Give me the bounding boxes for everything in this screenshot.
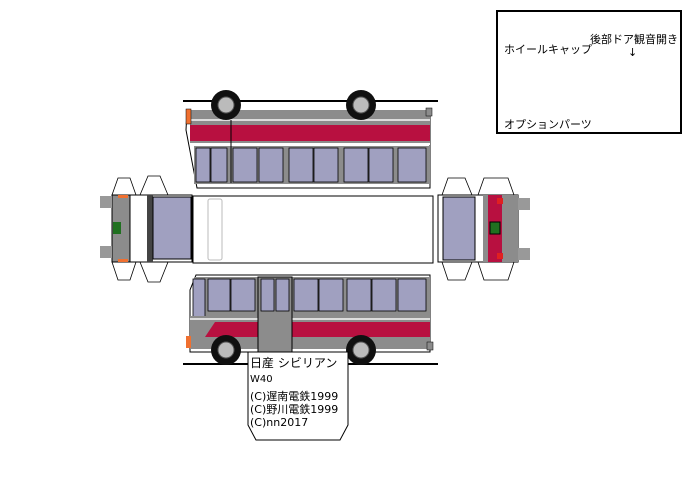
front-panel	[100, 175, 193, 283]
credit-line: (C)野川電鉄1999	[250, 403, 339, 416]
option-parts-inset: ホイールキャップ 後部ドア観音開き ↓ オプションパーツ	[496, 10, 682, 134]
option-parts-label: オプションパーツ	[504, 118, 592, 131]
arrow-down-icon: ↓	[628, 46, 638, 59]
credit-line: (C)nn2017	[250, 416, 309, 429]
rear-panel	[437, 177, 530, 281]
lower-side-panel	[186, 274, 434, 365]
roof-panel	[192, 195, 434, 264]
model-caption: 日産 シビリアン W40 (C)遅南電鉄1999 (C)野川電鉄1999 (C)…	[250, 356, 348, 430]
credit-line: (C)遅南電鉄1999	[250, 390, 339, 403]
upper-side-panel	[185, 90, 433, 189]
wheel-cap-label: ホイールキャップ	[504, 43, 592, 56]
model-title: 日産 シビリアン	[250, 356, 338, 370]
rear-door-label: 後部ドア観音開き	[590, 33, 678, 46]
caption-tab	[247, 351, 349, 441]
model-code: W40	[250, 374, 273, 385]
